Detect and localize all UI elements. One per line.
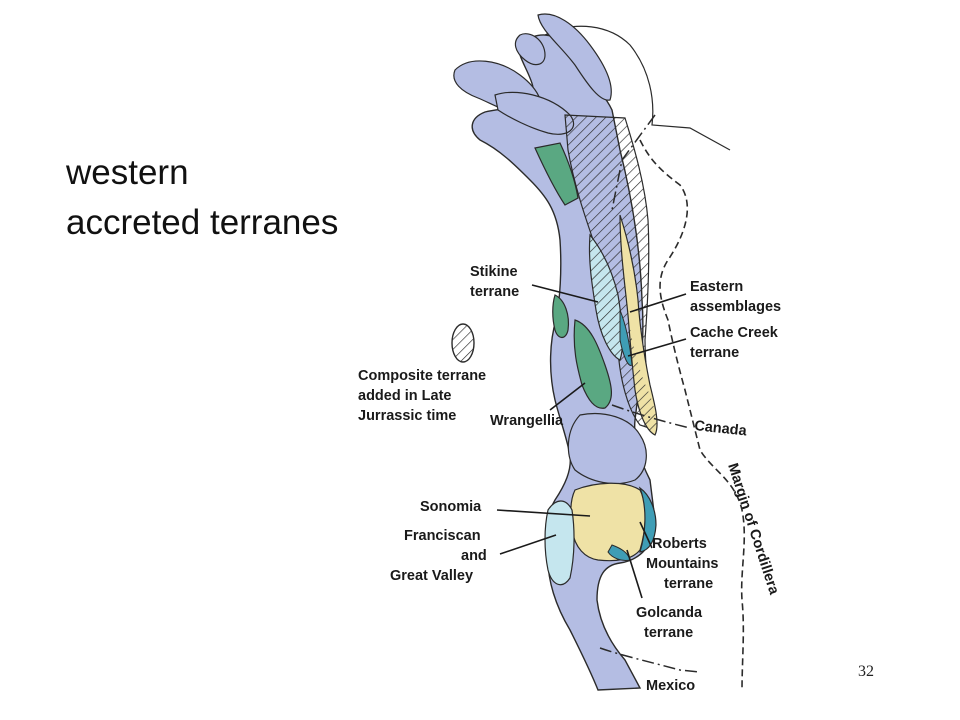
composite-terrane-legend-swatch bbox=[451, 323, 475, 363]
wrangellia-label: Wrangellia bbox=[490, 413, 564, 429]
canada-boundary bbox=[611, 404, 691, 429]
cordillera-margin-label: Margin of Cordillera bbox=[724, 461, 782, 597]
wrangellia-south bbox=[573, 319, 612, 409]
golconda-leader bbox=[626, 549, 643, 599]
alaska-boundary bbox=[611, 114, 656, 211]
sonomia-leader bbox=[496, 509, 591, 517]
roberts-label-3: terrane bbox=[664, 576, 713, 592]
slide-title: western accreted terranes bbox=[66, 148, 338, 248]
eastern-label-1: Eastern bbox=[690, 279, 743, 295]
canada-label: Canada bbox=[694, 418, 749, 439]
roberts-label-2: Mountains bbox=[646, 556, 719, 572]
franciscan-great-valley bbox=[544, 500, 575, 586]
franciscan-label-3: Great Valley bbox=[390, 568, 473, 584]
cordillera-margin-line bbox=[639, 139, 746, 691]
stikine-hatch bbox=[589, 235, 623, 360]
wrangellia-leader bbox=[549, 382, 586, 411]
cache-creek-label-2: terrane bbox=[690, 345, 739, 361]
mexico-label: Mexico bbox=[646, 678, 695, 694]
title-line-1: western bbox=[66, 153, 189, 192]
mexico-boundary bbox=[599, 647, 701, 673]
northern-coastline bbox=[544, 25, 731, 151]
northern-island-3 bbox=[537, 13, 612, 101]
franciscan-label-1: Franciscan bbox=[404, 528, 481, 544]
stikine-label-2: terrane bbox=[470, 284, 519, 300]
composite-label-2: added in Late bbox=[358, 388, 451, 404]
northern-island-4 bbox=[514, 33, 546, 66]
cache-creek-label-1: Cache Creek bbox=[690, 325, 779, 341]
eastern-leader bbox=[629, 293, 687, 313]
stikine-label-1: Stikine bbox=[470, 264, 518, 280]
roberts-label-1: Roberts bbox=[652, 536, 707, 552]
page-number: 32 bbox=[858, 663, 874, 680]
golconda-label-1: Golcanda bbox=[636, 605, 703, 621]
wrangellia-mid bbox=[552, 294, 570, 339]
franciscan-label-2: and bbox=[461, 548, 487, 564]
wrangellia-north bbox=[534, 142, 579, 206]
eastern-assemblages-hatch bbox=[628, 315, 658, 435]
title-line-2: accreted terranes bbox=[66, 203, 339, 242]
sonomia bbox=[570, 482, 646, 562]
composite-label-3: Jurrassic time bbox=[358, 408, 456, 424]
southern-belt bbox=[567, 412, 647, 485]
cache-creek-terrane bbox=[619, 309, 633, 366]
eastern-label-2: assemblages bbox=[690, 299, 781, 315]
stikine-leader bbox=[531, 284, 599, 303]
golconda-label-2: terrane bbox=[644, 625, 693, 641]
sonomia-label: Sonomia bbox=[420, 499, 482, 515]
composite-label-1: Composite terrane bbox=[358, 368, 486, 384]
cache-leader bbox=[627, 338, 687, 357]
franciscan-leader bbox=[499, 534, 557, 555]
roberts-leader bbox=[639, 521, 653, 549]
